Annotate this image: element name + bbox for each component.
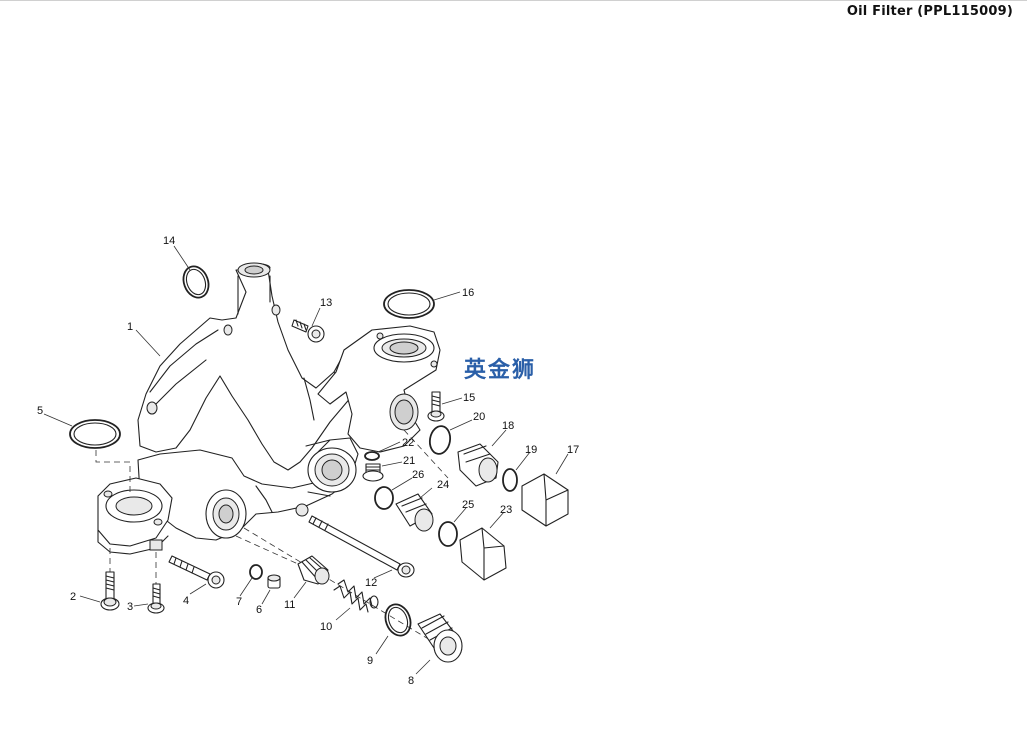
callout-3: 3	[127, 601, 133, 613]
o-ring-9[interactable]	[381, 601, 414, 639]
callout-23: 23	[500, 504, 512, 516]
o-ring-26[interactable]	[374, 486, 394, 510]
callout-10: 10	[320, 621, 332, 633]
fitting-21[interactable]	[362, 463, 384, 482]
page-title: Oil Filter (PPL115009)	[846, 4, 1013, 19]
callout-2: 2	[70, 591, 76, 603]
valve-11[interactable]	[297, 555, 330, 585]
callout-14: 14	[163, 235, 175, 247]
top-divider	[0, 0, 1027, 1]
cap-nut-17[interactable]	[521, 473, 569, 527]
plug-8[interactable]	[417, 613, 463, 663]
callout-5: 5	[37, 405, 43, 417]
callout-4: 4	[183, 595, 189, 607]
spring-10[interactable]	[333, 579, 379, 613]
callout-22: 22	[402, 437, 414, 449]
callout-18: 18	[502, 420, 514, 432]
connector-24[interactable]	[395, 493, 434, 532]
callout-1: 1	[127, 321, 133, 333]
callout-12: 12	[365, 577, 377, 589]
callout-15: 15	[463, 392, 475, 404]
callout-17: 17	[567, 444, 579, 456]
o-ring-22[interactable]	[364, 451, 380, 461]
callout-21: 21	[403, 455, 415, 467]
o-ring-14[interactable]	[179, 263, 212, 301]
bolt-2[interactable]	[100, 571, 120, 611]
washer-7[interactable]	[249, 564, 263, 580]
callout-6: 6	[256, 604, 262, 616]
watermark-text: 英金狮	[464, 358, 537, 383]
connector-18[interactable]	[457, 443, 499, 487]
o-ring-19[interactable]	[502, 468, 518, 492]
bolt-4[interactable]	[168, 555, 225, 589]
o-ring-20[interactable]	[428, 424, 453, 455]
o-ring-25[interactable]	[438, 521, 458, 547]
callout-13: 13	[320, 297, 332, 309]
callout-19: 19	[525, 444, 537, 456]
o-ring-5[interactable]	[69, 419, 121, 449]
callout-8: 8	[408, 675, 414, 687]
callout-26: 26	[412, 469, 424, 481]
rod-12[interactable]	[308, 515, 415, 578]
callout-16: 16	[462, 287, 474, 299]
bolt-15[interactable]	[427, 391, 445, 422]
bolt-3[interactable]	[147, 583, 165, 614]
callout-9: 9	[367, 655, 373, 667]
cap-nut-23[interactable]	[459, 527, 507, 581]
callout-11: 11	[284, 599, 295, 611]
bolt-13[interactable]	[291, 319, 325, 343]
callout-7: 7	[236, 596, 242, 608]
oil-filter-housing[interactable]	[97, 262, 441, 555]
o-ring-16[interactable]	[383, 289, 435, 319]
callout-24: 24	[437, 479, 449, 491]
plug-6[interactable]	[267, 574, 281, 589]
callout-20: 20	[473, 411, 485, 423]
callout-25: 25	[462, 499, 474, 511]
